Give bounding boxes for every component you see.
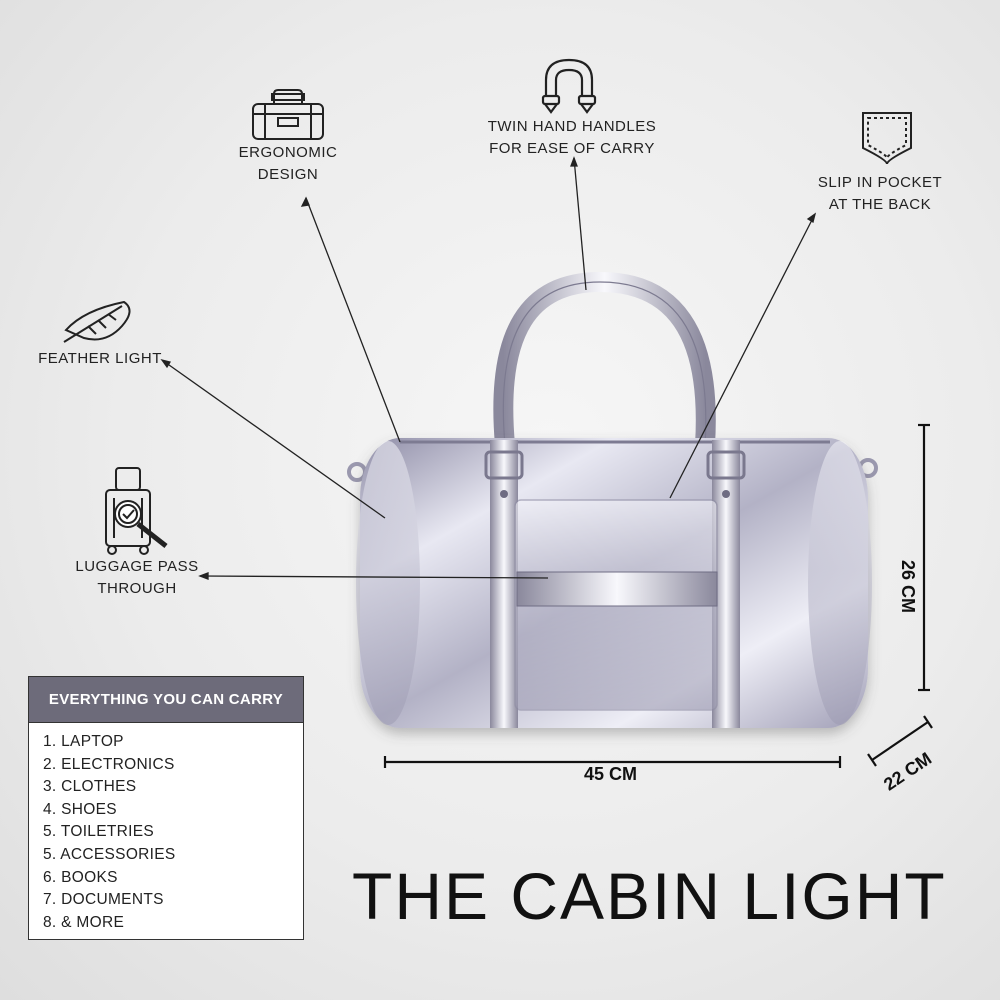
list-item: 6. BOOKS bbox=[43, 868, 118, 886]
luggage-label: LUGGAGE PASS THROUGH bbox=[75, 558, 199, 597]
height-dimension: 26 CM bbox=[898, 560, 918, 614]
width-dimension: 45 CM bbox=[584, 764, 638, 784]
list-item: 8. & MORE bbox=[43, 913, 125, 931]
ergonomic-label: ERGONOMIC DESIGN bbox=[238, 144, 338, 183]
carry-list-box: EVERYTHING YOU CAN CARRY 1. LAPTOP 2. EL… bbox=[28, 676, 304, 940]
list-item: 5. ACCESSORIES bbox=[43, 845, 176, 863]
handle-icon bbox=[541, 58, 597, 114]
carry-list: 1. LAPTOP 2. ELECTRONICS 3. CLOTHES 4. S… bbox=[29, 723, 303, 934]
duffel-bag-icon bbox=[252, 89, 324, 140]
feather-icon bbox=[63, 300, 131, 343]
carry-heading: EVERYTHING YOU CAN CARRY bbox=[29, 677, 303, 723]
list-item: 7. DOCUMENTS bbox=[43, 891, 164, 909]
handles-label: TWIN HAND HANDLES FOR EASE OF CARRY bbox=[487, 118, 657, 157]
page-title: THE CABIN LIGHT bbox=[352, 859, 947, 933]
luggage-check-icon bbox=[105, 467, 168, 555]
pocket-icon bbox=[862, 112, 912, 165]
list-item: 2. ELECTRONICS bbox=[43, 755, 175, 773]
list-item: 1. LAPTOP bbox=[43, 733, 124, 750]
feather-label: FEATHER LIGHT bbox=[38, 350, 162, 367]
list-item: 3. CLOTHES bbox=[43, 778, 137, 796]
list-item: 5. TOILETRIES bbox=[43, 823, 155, 841]
list-item: 4. SHOES bbox=[43, 800, 117, 818]
pocket-label: SLIP IN POCKET AT THE BACK bbox=[817, 174, 943, 213]
